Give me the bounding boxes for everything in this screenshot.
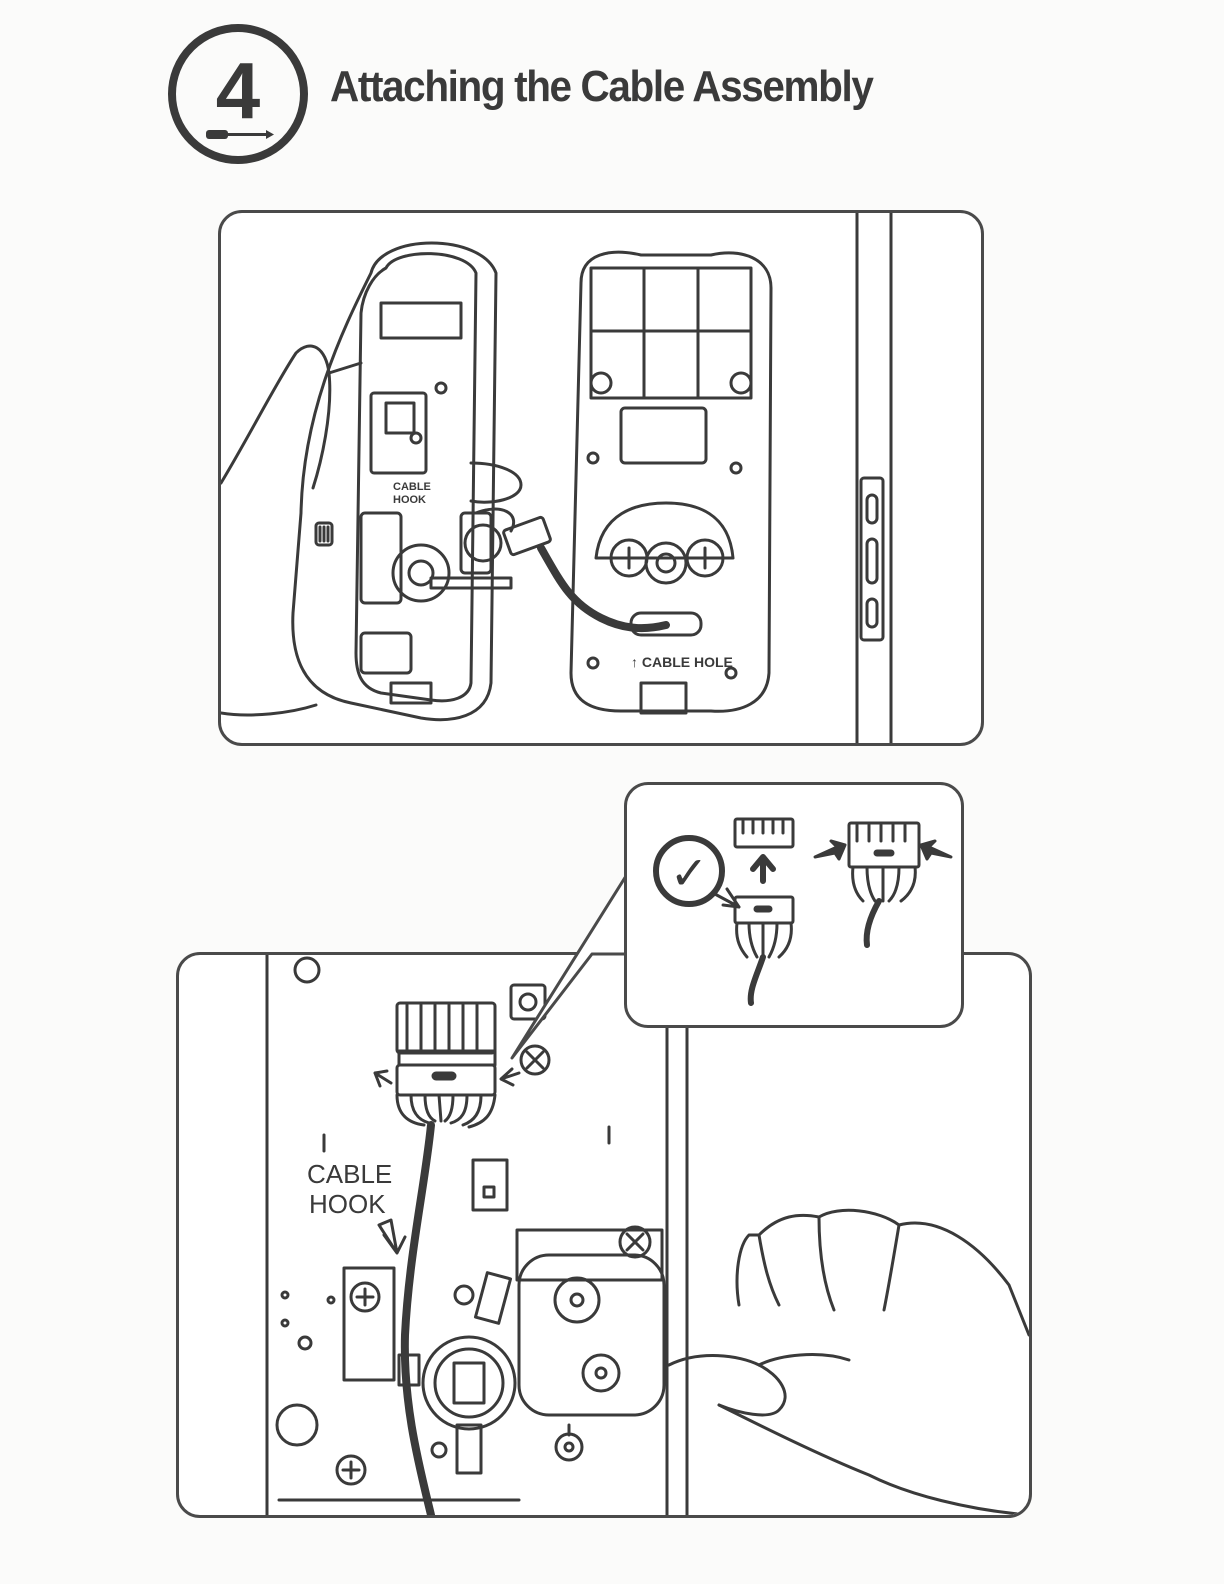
checkmark-glyph: ✓: [670, 846, 709, 900]
door-edge: [857, 213, 891, 743]
squeeze-arrow-left: [815, 841, 845, 859]
bottom-cable-hook-label-line2: HOOK: [309, 1189, 386, 1219]
squeeze-arrow-right: [921, 841, 951, 859]
step-number: 4: [216, 46, 261, 135]
bottom-illustration-panel: CABLE HOOK: [176, 952, 1032, 1518]
squeeze-arrow-left: [375, 1071, 391, 1086]
step-number-badge: 4: [166, 22, 310, 166]
cable-hook-arrow: [379, 1220, 405, 1253]
insert-arrow-up: [753, 857, 773, 881]
connector-plug: [713, 889, 793, 1003]
mounting-plate: [571, 252, 771, 713]
connector-socket: [735, 819, 793, 847]
bottom-cable-hook-label-line1: CABLE: [307, 1159, 392, 1189]
top-cable-hook-label-line1: CABLE: [393, 481, 431, 493]
squeeze-arrow-right: [501, 1069, 519, 1085]
top-cable-hook-label-line2: HOOK: [393, 494, 426, 506]
connector-detail-inset: ✓: [624, 782, 964, 1028]
top-illustration-panel: CABLE HOOK ↑ CABLE HOLE: [218, 210, 984, 746]
step-title: Attaching the Cable Assembly: [330, 62, 872, 112]
cable-hole-label: ↑ CABLE HOLE: [631, 654, 733, 670]
connector-assembled: [849, 823, 919, 945]
hand-illustration: [669, 1210, 1029, 1515]
